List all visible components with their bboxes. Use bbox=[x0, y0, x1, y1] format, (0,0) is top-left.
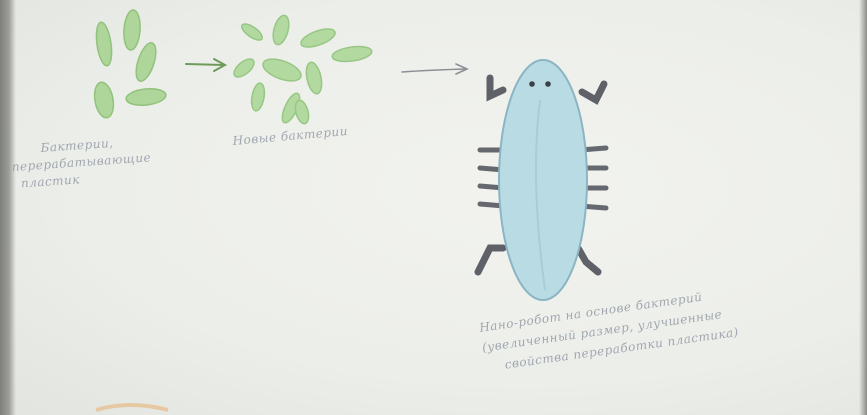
robot-leg-left bbox=[478, 248, 503, 272]
bacterium bbox=[331, 44, 373, 63]
arrow-1 bbox=[186, 59, 225, 71]
robot-arm-left bbox=[490, 78, 503, 96]
robot-eye-left bbox=[529, 81, 535, 87]
bacterium bbox=[293, 99, 311, 125]
bacteria-caption: Бактерии, перерабатывающие пластик bbox=[40, 132, 153, 191]
bacterium bbox=[94, 21, 114, 67]
bacterium bbox=[299, 25, 338, 50]
bacterium bbox=[239, 21, 264, 43]
nano-robot bbox=[478, 60, 606, 300]
paper-edge-shadow-left bbox=[0, 0, 16, 415]
robot-body bbox=[499, 60, 587, 300]
bacterium bbox=[250, 82, 267, 112]
robot-arm-right bbox=[582, 84, 604, 100]
corner-scribble bbox=[96, 405, 168, 410]
bacterium bbox=[92, 81, 116, 120]
arrow-2 bbox=[402, 64, 467, 74]
bacterium bbox=[304, 61, 324, 95]
robot-eye-right bbox=[545, 81, 551, 87]
bacterium bbox=[125, 87, 166, 107]
paper-edge-shadow-right bbox=[859, 0, 867, 415]
bacterium bbox=[132, 41, 160, 84]
robot-leg-right bbox=[578, 248, 598, 272]
bacterium bbox=[270, 14, 291, 47]
bacterium bbox=[260, 55, 304, 86]
bacteria-cluster bbox=[92, 9, 167, 119]
bacterium bbox=[231, 56, 257, 81]
new-bacteria-cluster bbox=[231, 14, 373, 125]
bacterium bbox=[123, 9, 142, 50]
